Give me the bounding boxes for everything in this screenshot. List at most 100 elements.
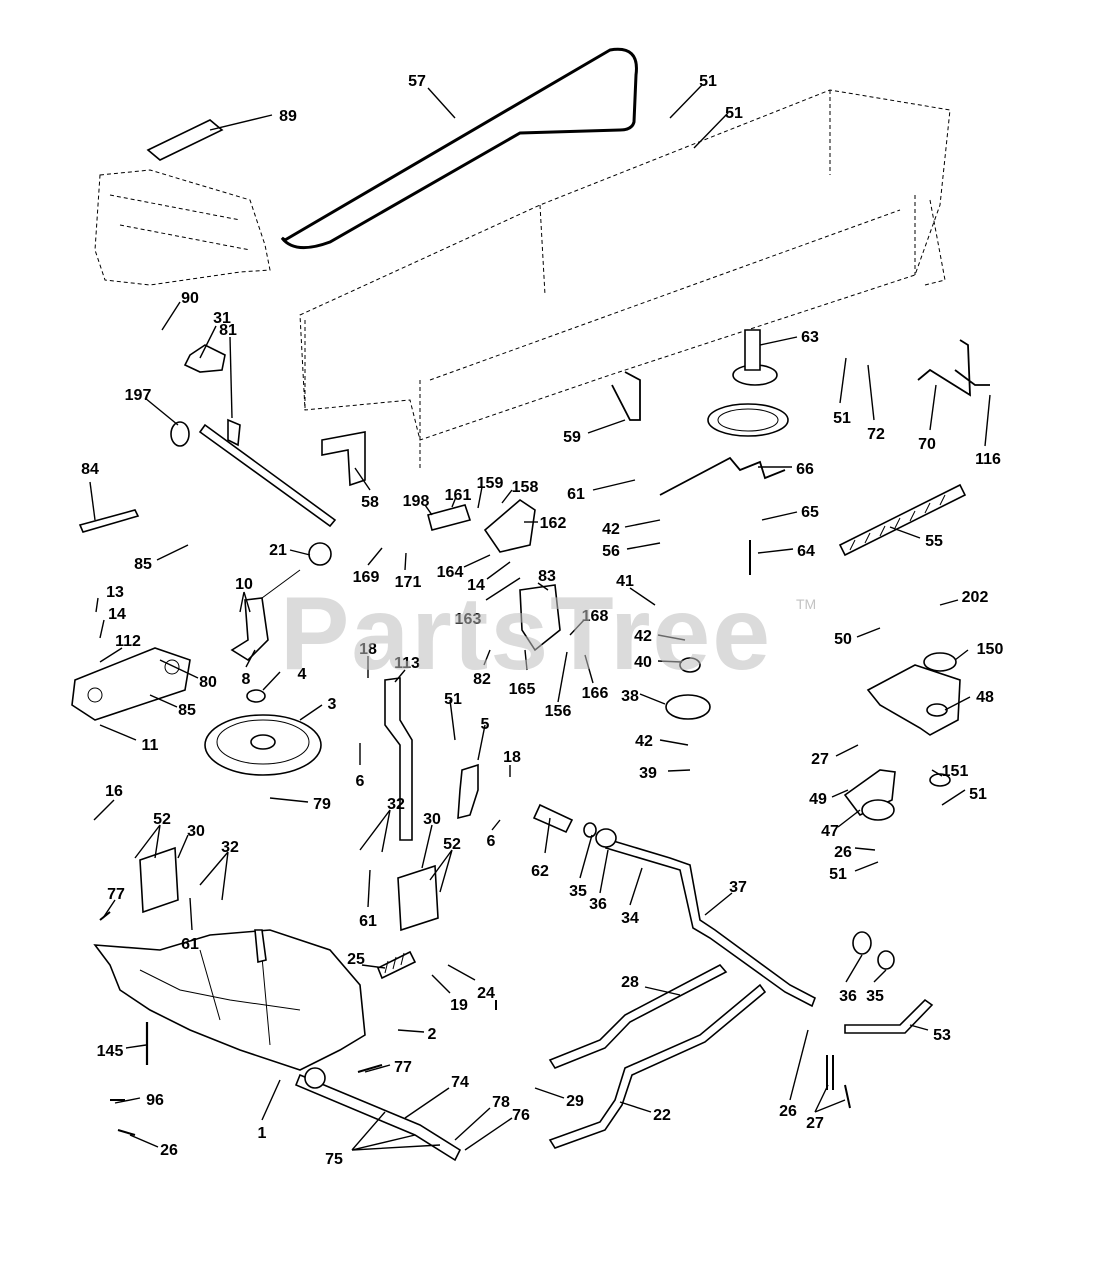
callout-c65: 65: [801, 504, 819, 521]
callout-c1: 1: [258, 1125, 267, 1142]
callout-c166: 166: [582, 685, 609, 702]
callout-c83: 83: [538, 568, 556, 585]
callout-c151: 151: [942, 763, 969, 780]
callout-c76: 76: [512, 1107, 530, 1124]
callout-c49: 49: [809, 791, 827, 808]
callout-c42a: 42: [602, 521, 620, 538]
callout-c78: 78: [492, 1094, 510, 1111]
callout-c75: 75: [325, 1151, 343, 1168]
callout-c90: 90: [181, 290, 199, 307]
callout-c52b: 52: [443, 836, 461, 853]
callout-c3: 3: [328, 696, 337, 713]
callout-c145: 145: [97, 1043, 124, 1060]
callout-c79: 79: [313, 796, 331, 813]
callout-c156: 156: [545, 703, 572, 720]
callout-c6b: 6: [487, 833, 496, 850]
callout-c197: 197: [125, 387, 152, 404]
callout-c112: 112: [115, 633, 141, 650]
callout-c16: 16: [105, 783, 123, 800]
callout-c161: 161: [445, 487, 472, 504]
callout-c51d: 51: [444, 691, 462, 708]
callout-c19: 19: [450, 997, 468, 1014]
callout-c113: 113: [394, 655, 420, 672]
callout-c47: 47: [821, 823, 839, 840]
callout-c28: 28: [621, 974, 639, 991]
callout-c18a: 18: [359, 641, 377, 658]
callout-c171: 171: [395, 574, 422, 591]
callout-c35b: 35: [866, 988, 884, 1005]
callout-c38: 38: [621, 688, 639, 705]
part-artwork: [71, 47, 990, 1162]
callout-c36b: 36: [839, 988, 857, 1005]
callout-c4: 4: [298, 666, 307, 683]
callout-c24: 24: [477, 985, 495, 1002]
callout-c22: 22: [653, 1107, 671, 1124]
callout-c35a: 35: [569, 883, 587, 900]
callout-c26a: 26: [834, 844, 852, 861]
callout-c41: 41: [616, 573, 634, 590]
callout-c159: 159: [477, 475, 504, 492]
callout-c64: 64: [797, 543, 815, 560]
callout-c32b: 32: [221, 839, 239, 856]
callout-c30a: 30: [187, 823, 205, 840]
callout-c53: 53: [933, 1027, 951, 1044]
callout-c21: 21: [269, 542, 287, 559]
callout-c37: 37: [729, 879, 747, 896]
callout-c162: 162: [540, 515, 567, 532]
callout-c6a: 6: [356, 773, 365, 790]
callout-c11: 11: [142, 737, 159, 754]
callout-c42c: 42: [635, 733, 653, 750]
callout-c5: 5: [481, 716, 490, 733]
callout-c55: 55: [925, 533, 943, 550]
callout-c85b: 85: [178, 702, 196, 719]
callout-c27a: 27: [811, 751, 829, 768]
callout-c51c: 51: [833, 410, 851, 427]
callout-c163: 163: [455, 611, 482, 628]
callout-c89: 89: [279, 108, 297, 125]
callout-c18b: 18: [503, 749, 521, 766]
callout-c13: 13: [106, 584, 124, 601]
callout-c158: 158: [512, 479, 539, 496]
callout-c81: 81: [219, 322, 237, 339]
callout-c52a: 52: [153, 811, 171, 828]
callout-c165: 165: [509, 681, 536, 698]
callout-c74: 74: [451, 1074, 469, 1091]
callout-c27b: 27: [806, 1115, 824, 1132]
callout-c80: 80: [199, 674, 217, 691]
callout-c84: 84: [81, 461, 99, 478]
callout-c26b: 26: [779, 1103, 797, 1120]
callout-c63: 63: [801, 329, 819, 346]
callout-c202: 202: [962, 589, 989, 606]
callout-c14a: 14: [467, 577, 485, 594]
callout-c48: 48: [976, 689, 994, 706]
callout-c42b: 42: [634, 628, 652, 645]
callout-c169: 169: [353, 569, 380, 586]
callout-c26c: 26: [160, 1142, 178, 1159]
callout-c50: 50: [834, 631, 852, 648]
callout-c14b: 14: [108, 606, 126, 623]
leader-lines: [89, 84, 991, 1151]
callout-c56: 56: [602, 543, 620, 560]
callout-c116: 116: [975, 451, 1001, 468]
callout-c61a: 61: [567, 486, 585, 503]
callout-c198: 198: [403, 493, 430, 510]
callout-c62: 62: [531, 863, 549, 880]
callout-c150: 150: [977, 641, 1004, 658]
callout-c57: 57: [408, 73, 426, 90]
callout-c31: 31: [213, 310, 231, 327]
callout-c51e: 51: [969, 786, 987, 803]
callout-c2: 2: [428, 1026, 437, 1043]
callout-c77a: 77: [107, 886, 125, 903]
callout-c34: 34: [621, 910, 639, 927]
callout-c10: 10: [235, 576, 253, 593]
callout-c164: 164: [437, 564, 464, 581]
callout-c40: 40: [634, 654, 652, 671]
callout-c58: 58: [361, 494, 379, 511]
callout-c51f: 51: [829, 866, 847, 883]
callout-c70: 70: [918, 436, 936, 453]
callout-c77b: 77: [394, 1059, 412, 1076]
callout-c51a: 51: [699, 73, 717, 90]
